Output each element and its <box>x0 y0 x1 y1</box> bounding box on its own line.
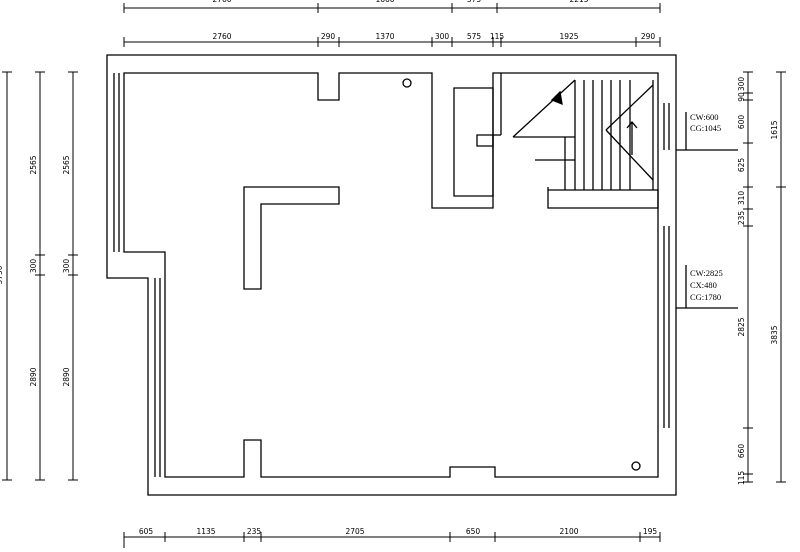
dimension-lines <box>2 3 786 548</box>
dim-top1-4: 2215 <box>569 0 588 4</box>
dim-top2-5: 575 <box>467 32 482 41</box>
dim-top2-4: 300 <box>435 32 450 41</box>
dim-left-i3: 2890 <box>62 367 71 386</box>
annotations: CW:600 CG:1045 CW:2825 CX:480 CG:1780 <box>690 112 723 302</box>
dim-left-total: 5750 <box>0 265 4 284</box>
annotation-upper-1: CW:600 <box>690 112 719 122</box>
dim-left-i2: 300 <box>62 259 71 274</box>
dim-bot-4: 2705 <box>345 527 364 536</box>
dim-bot-5: 650 <box>466 527 481 536</box>
walls <box>106 54 738 496</box>
dim-top2-1: 2760 <box>212 32 231 41</box>
dim-right-4: 625 <box>737 158 746 173</box>
annotation-lower-1: CW:2825 <box>690 268 723 278</box>
dim-left-o2: 300 <box>29 259 38 274</box>
dim-bot-1: 605 <box>139 527 154 536</box>
dim-right-2: 90 <box>737 92 746 102</box>
dim-right-5: 310 <box>737 191 746 206</box>
dim-right-o1: 1615 <box>770 120 779 139</box>
dimension-labels: 2760 1660 575 2215 2760 290 1370 300 575… <box>139 0 658 536</box>
dim-left-o1: 2565 <box>29 155 38 174</box>
dim-top1-2: 1660 <box>375 0 394 4</box>
dim-left-i1: 2565 <box>62 155 71 174</box>
dim-bot-6: 2100 <box>559 527 578 536</box>
dim-right-9: 115 <box>737 471 746 486</box>
vertical-dimension-labels: 5750 2565 300 2890 2565 300 2890 300 90 … <box>0 77 779 486</box>
annotation-lower-2: CX:480 <box>690 280 717 290</box>
dim-top2-2: 290 <box>321 32 336 41</box>
dim-top2-6: 115 <box>490 32 505 41</box>
dim-left-o3: 2890 <box>29 367 38 386</box>
dim-bot-2: 1135 <box>196 527 215 536</box>
dim-right-6: 235 <box>737 211 746 226</box>
annotation-upper-2: CG:1045 <box>690 123 721 133</box>
dim-bot-3: 235 <box>247 527 262 536</box>
dim-top2-8: 290 <box>641 32 656 41</box>
dim-right-7: 2825 <box>737 317 746 336</box>
annotation-lower-3: CG:1780 <box>690 292 721 302</box>
dim-top1-1: 2760 <box>212 0 231 4</box>
dim-right-8: 660 <box>737 444 746 459</box>
dim-right-o2: 3835 <box>770 325 779 344</box>
dim-right-1: 300 <box>737 77 746 92</box>
dim-bot-7: 195 <box>643 527 658 536</box>
dim-top2-3: 1370 <box>375 32 394 41</box>
dim-right-3: 600 <box>737 115 746 130</box>
dim-top1-3: 575 <box>467 0 482 4</box>
dim-top2-7: 1925 <box>559 32 578 41</box>
